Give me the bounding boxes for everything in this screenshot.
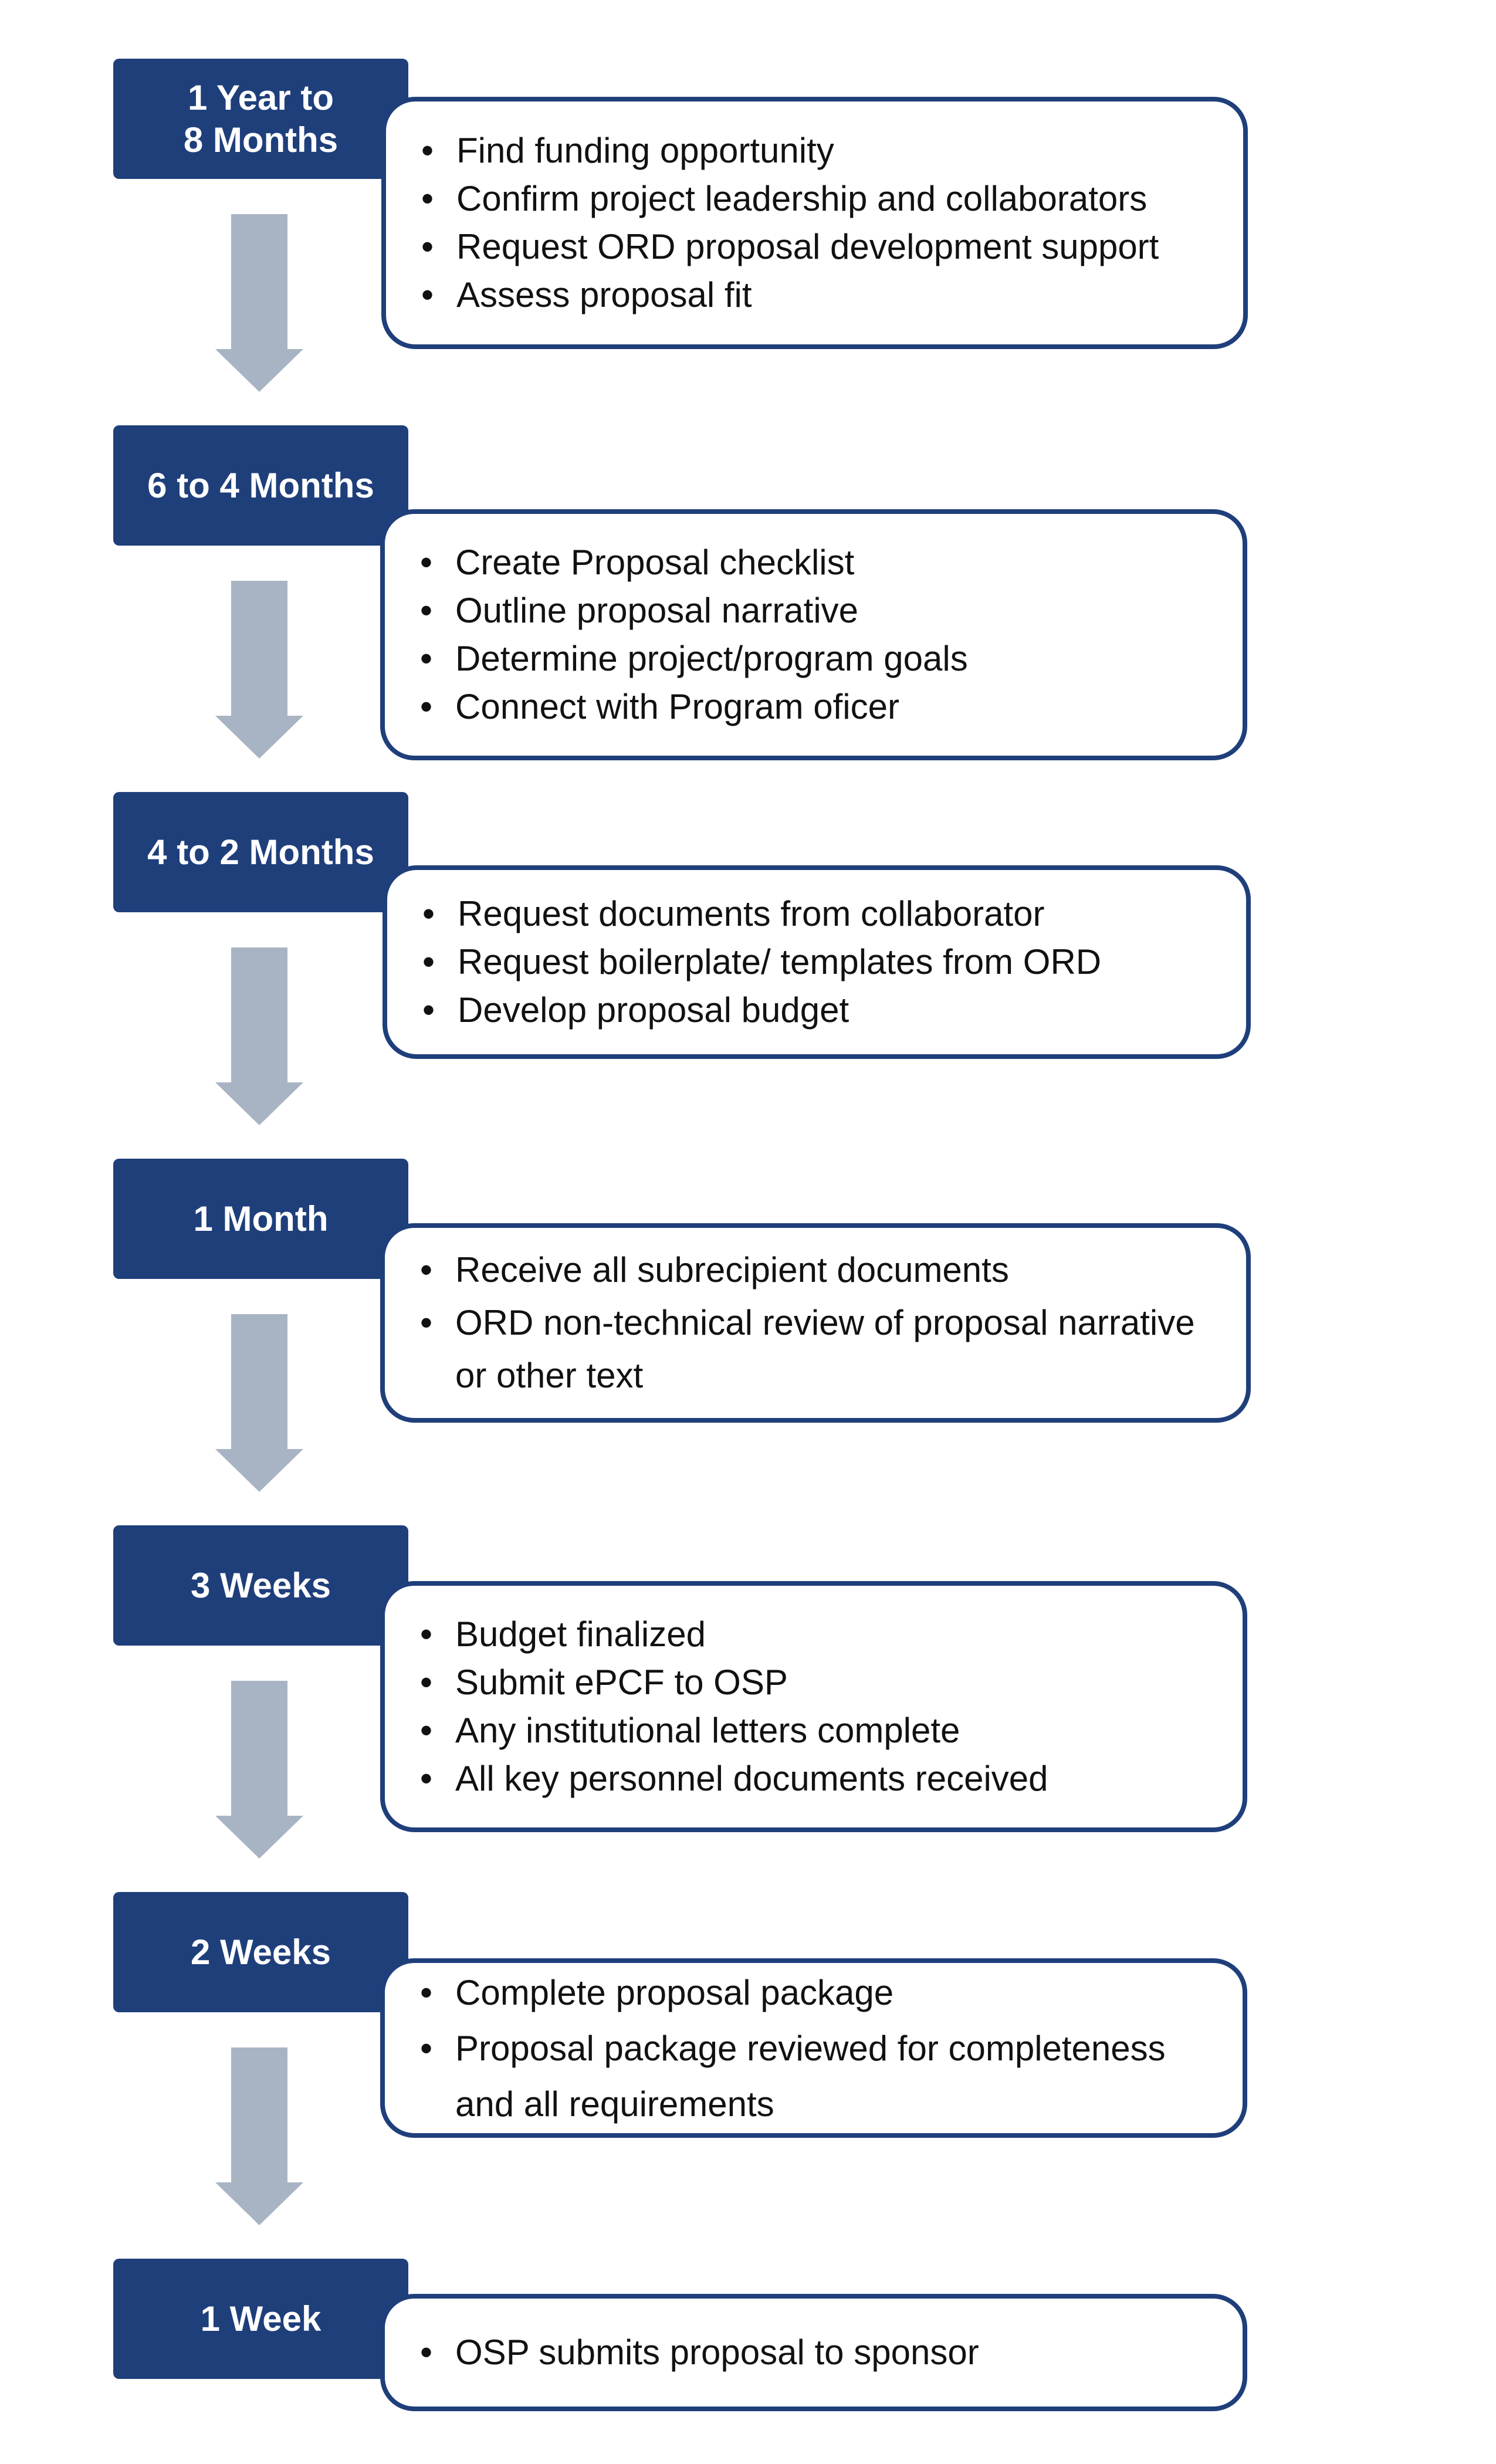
stage-task-box: OSP submits proposal to sponsor	[380, 2294, 1247, 2411]
task-item: Confirm project leadership and collabora…	[421, 175, 1159, 223]
task-item: Any institutional letters complete	[420, 1707, 1048, 1755]
stage-label: 4 to 2 Months	[113, 792, 408, 912]
stage-label: 6 to 4 Months	[113, 425, 408, 546]
task-item: Develop proposal budget	[422, 986, 1101, 1034]
task-item: Complete proposal package	[420, 1965, 1225, 2020]
task-item: Proposal package reviewed for completene…	[420, 2020, 1225, 2132]
stage-task-list: Budget finalizedSubmit ePCF to OSPAny in…	[385, 1610, 1066, 1803]
task-item: Request documents from collaborator	[422, 890, 1101, 938]
task-item: Receive all subrecipient documents	[420, 1244, 1228, 1297]
stage-label-text: 4 to 2 Months	[147, 832, 374, 872]
stage-label: 1 Month	[113, 1159, 408, 1279]
stage-label: 1 Week	[113, 2259, 408, 2379]
stage-task-list: Create Proposal checklistOutline proposa…	[385, 539, 986, 731]
stage-task-box: Request documents from collaboratorReque…	[383, 865, 1251, 1059]
task-item: Request ORD proposal development support	[421, 223, 1159, 271]
stage-task-list: Complete proposal packageProposal packag…	[385, 1965, 1243, 2132]
task-item: Assess proposal fit	[421, 271, 1159, 319]
stage-task-box: Complete proposal packageProposal packag…	[380, 1958, 1247, 2138]
stage-label-text: 1 Month	[193, 1199, 329, 1238]
down-arrow-icon	[215, 1681, 303, 1859]
down-arrow-icon	[215, 214, 303, 392]
stage-label: 2 Weeks	[113, 1892, 408, 2012]
down-arrow-icon	[215, 2047, 303, 2225]
stage-task-list: Receive all subrecipient documentsORD no…	[385, 1244, 1246, 1402]
stage-task-list: OSP submits proposal to sponsor	[385, 2328, 997, 2377]
task-item: Find funding opportunity	[421, 127, 1159, 175]
task-item: Outline proposal narrative	[420, 587, 968, 635]
stage-label-text: 3 Weeks	[190, 1565, 331, 1605]
stage-label: 3 Weeks	[113, 1525, 408, 1646]
stage-task-box: Create Proposal checklistOutline proposa…	[380, 509, 1247, 760]
task-item: OSP submits proposal to sponsor	[420, 2328, 979, 2377]
stage-label-text: 1 Week	[200, 2299, 321, 2338]
stage-task-box: Find funding opportunityConfirm project …	[381, 97, 1248, 349]
stage-task-box: Budget finalizedSubmit ePCF to OSPAny in…	[380, 1581, 1247, 1832]
task-item: All key personnel documents received	[420, 1755, 1048, 1803]
down-arrow-icon	[215, 581, 303, 759]
down-arrow-icon	[215, 1314, 303, 1492]
stage-label-text: 6 to 4 Months	[147, 465, 374, 505]
stage-label-text: 1 Year to 8 Months	[183, 77, 339, 160]
stage-task-box: Receive all subrecipient documentsORD no…	[380, 1223, 1251, 1423]
task-item: Request boilerplate/ templates from ORD	[422, 938, 1101, 986]
task-item: Submit ePCF to OSP	[420, 1659, 1048, 1707]
down-arrow-icon	[215, 947, 303, 1125]
stage-task-list: Find funding opportunityConfirm project …	[386, 127, 1176, 319]
task-item: Create Proposal checklist	[420, 539, 968, 587]
stage-task-list: Request documents from collaboratorReque…	[387, 890, 1119, 1034]
task-item: ORD non-technical review of proposal nar…	[420, 1297, 1228, 1402]
task-item: Budget finalized	[420, 1610, 1048, 1659]
stage-label-text: 2 Weeks	[190, 1932, 331, 1972]
stage-label: 1 Year to 8 Months	[113, 59, 408, 179]
task-item: Determine project/program goals	[420, 635, 968, 683]
task-item: Connect with Program oficer	[420, 683, 968, 731]
